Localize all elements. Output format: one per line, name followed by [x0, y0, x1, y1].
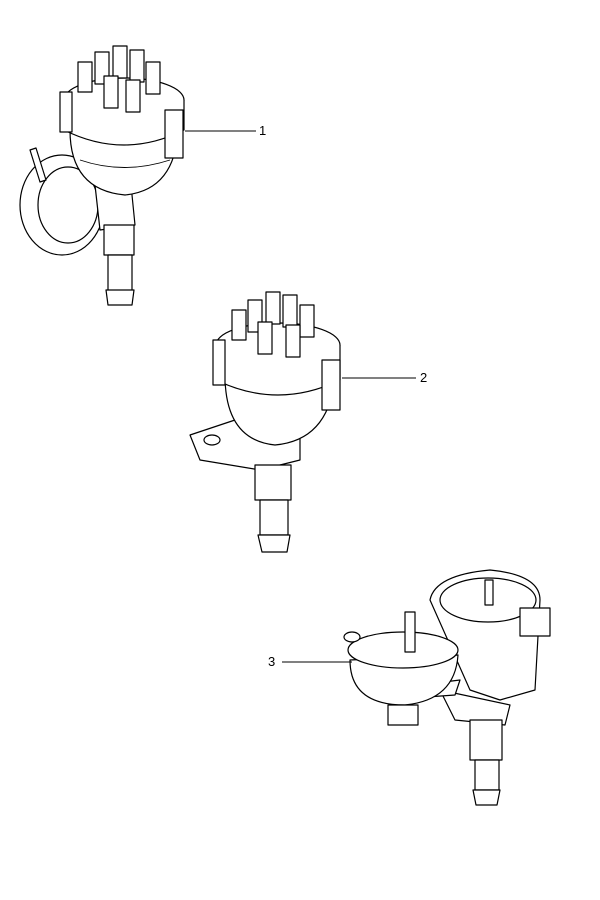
- part-1-distributor-vacuum: [19, 45, 185, 306]
- callout-label-3: 3: [268, 654, 276, 669]
- callout-label-2: 2: [420, 370, 428, 385]
- part-3-distributor-housing: [343, 569, 551, 806]
- callout-label-1: 1: [259, 123, 267, 138]
- part-2-distributor: [189, 291, 341, 553]
